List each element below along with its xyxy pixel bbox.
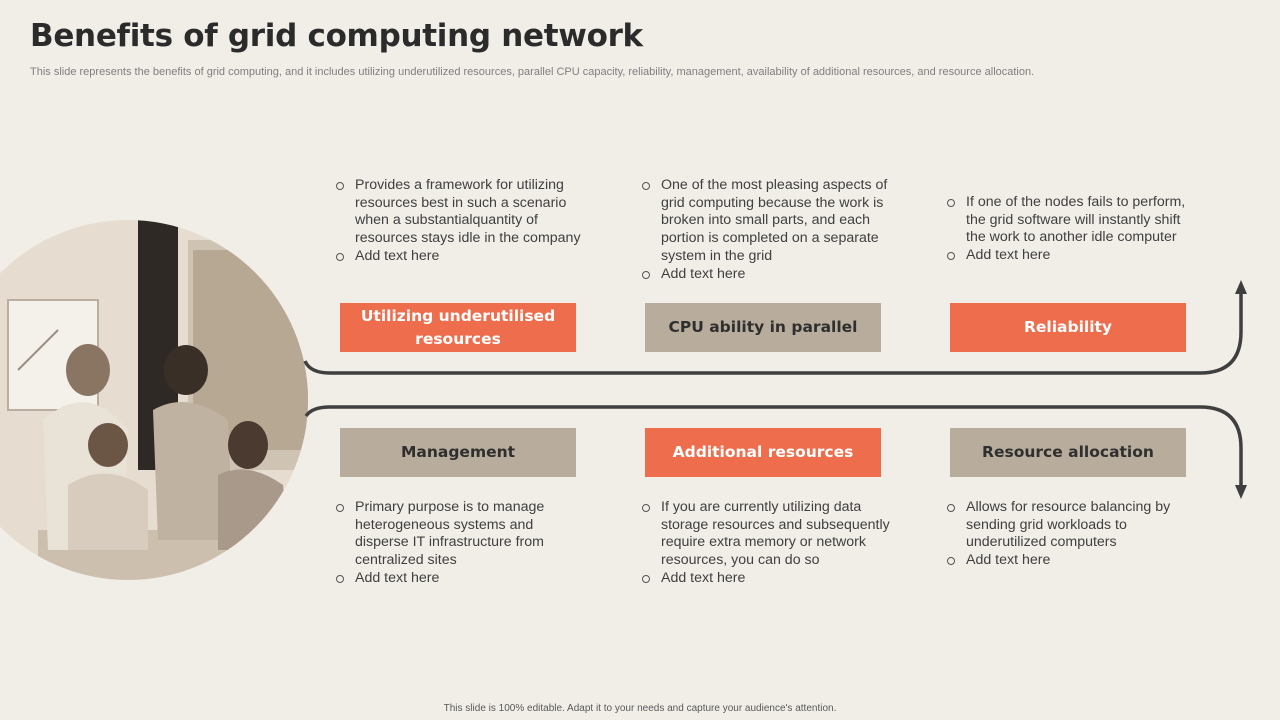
arrow-up-icon bbox=[1235, 280, 1247, 294]
list-item: Add text here bbox=[642, 266, 892, 284]
list-item: If you are currently utilizing data stor… bbox=[642, 499, 892, 570]
list-item: Add text here bbox=[336, 570, 586, 588]
benefit-box-resource-allocation: Resource allocation bbox=[950, 428, 1186, 477]
benefit-box-reliability: Reliability bbox=[950, 303, 1186, 352]
upper-connector-line bbox=[303, 290, 1243, 375]
lower-connector-line bbox=[304, 405, 1243, 488]
page-title: Benefits of grid computing network bbox=[30, 18, 643, 54]
slide-footer: This slide is 100% editable. Adapt it to… bbox=[443, 703, 837, 714]
benefit-box-management: Management bbox=[340, 428, 576, 477]
list-item: Provides a framework for utilizing resou… bbox=[336, 177, 586, 248]
list-item: Primary purpose is to manage heterogeneo… bbox=[336, 499, 586, 570]
team-meeting-photo bbox=[0, 220, 308, 580]
benefit-4-bullets: Primary purpose is to manage heterogeneo… bbox=[336, 499, 586, 588]
benefit-1-bullets: Provides a framework for utilizing resou… bbox=[336, 177, 586, 266]
benefit-box-cpu-parallel: CPU ability in parallel bbox=[645, 303, 881, 352]
benefit-box-additional-resources: Additional resources bbox=[645, 428, 881, 477]
benefit-2-bullets: One of the most pleasing aspects of grid… bbox=[642, 177, 892, 283]
list-item: If one of the nodes fails to perform, th… bbox=[947, 194, 1192, 247]
page-subtitle: This slide represents the benefits of gr… bbox=[30, 66, 1035, 78]
benefit-3-bullets: If one of the nodes fails to perform, th… bbox=[947, 194, 1192, 265]
list-item: Add text here bbox=[947, 247, 1192, 265]
photo-illustration bbox=[0, 220, 308, 580]
benefit-5-bullets: If you are currently utilizing data stor… bbox=[642, 499, 892, 588]
arrow-down-icon bbox=[1235, 485, 1247, 499]
list-item: Add text here bbox=[947, 552, 1192, 570]
list-item: One of the most pleasing aspects of grid… bbox=[642, 177, 892, 266]
benefit-6-bullets: Allows for resource balancing by sending… bbox=[947, 499, 1192, 570]
list-item: Add text here bbox=[642, 570, 892, 588]
benefit-box-utilizing-resources: Utilizing underutilised resources bbox=[340, 303, 576, 352]
list-item: Add text here bbox=[336, 248, 586, 266]
list-item: Allows for resource balancing by sending… bbox=[947, 499, 1192, 552]
